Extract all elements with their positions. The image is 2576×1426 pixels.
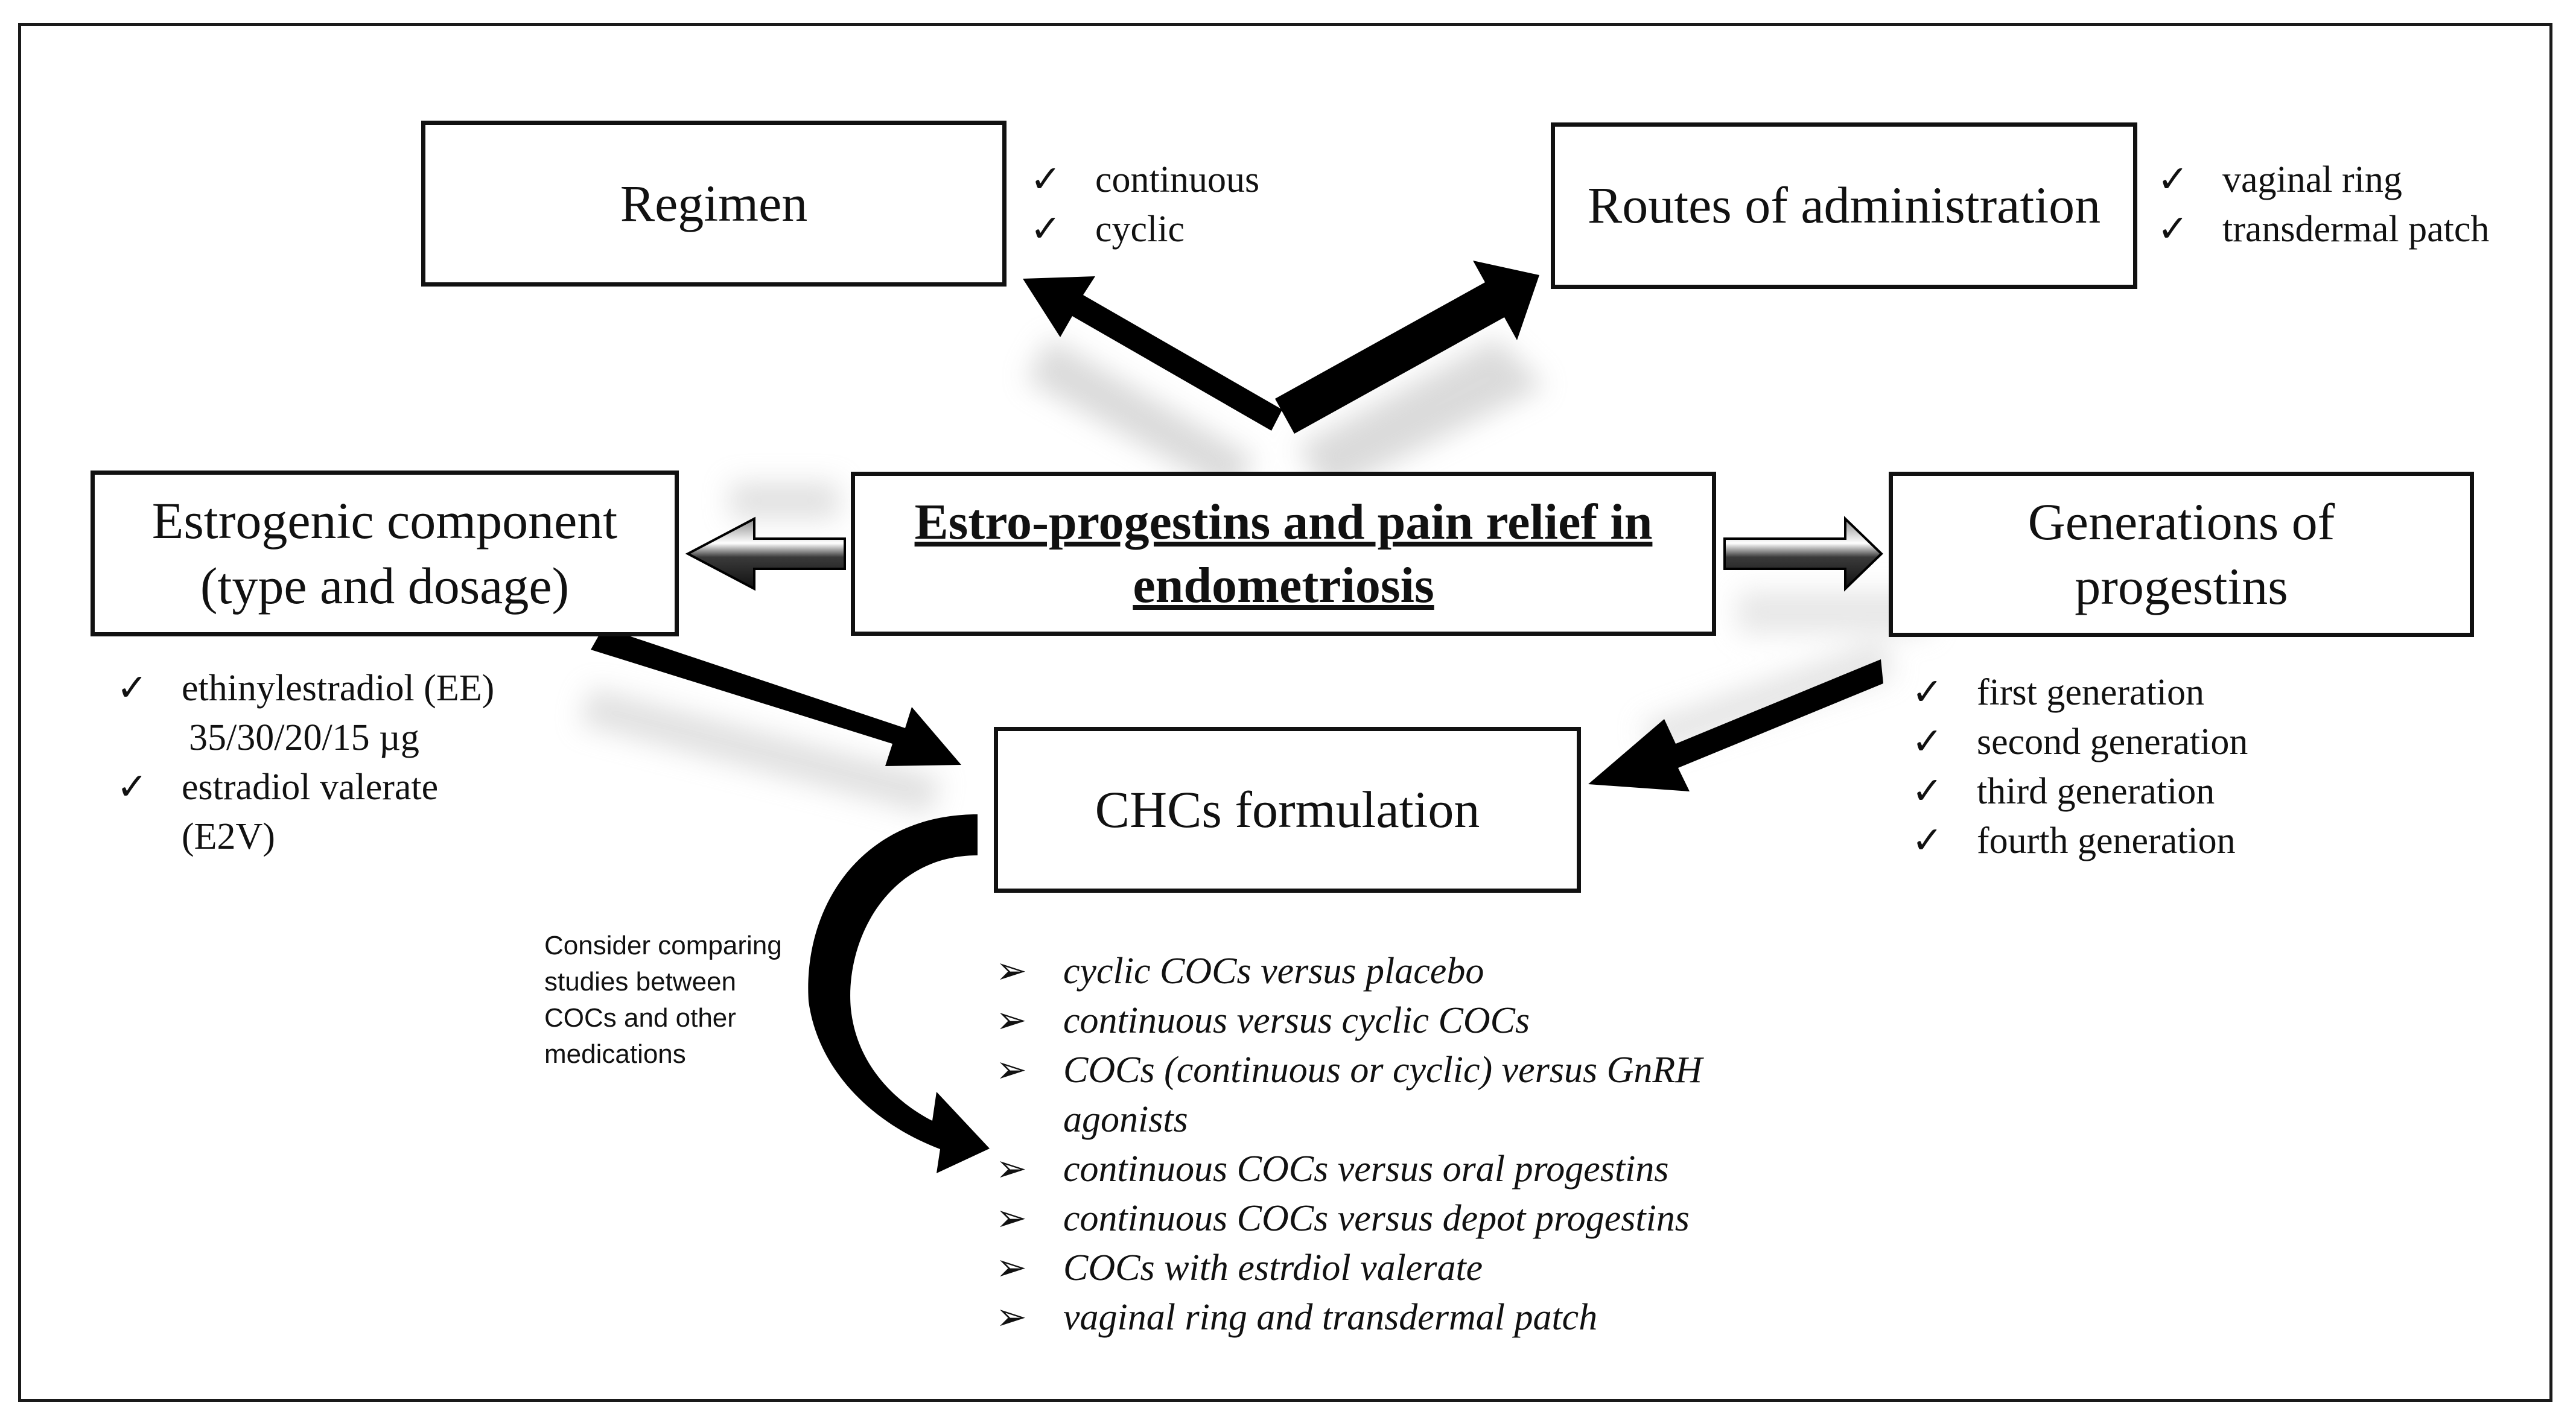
list-item: ✓ estradiol valerate	[116, 762, 494, 812]
arrow-generations-to-chcs	[1588, 659, 1883, 791]
generations-label: Generations of progestins	[2027, 492, 2335, 616]
arrow-to-routes	[1275, 261, 1539, 434]
routes-box: Routes of administration	[1551, 122, 2137, 289]
routes-label: Routes of administration	[1587, 176, 2101, 235]
curved-arrow-to-comparisons	[808, 814, 990, 1173]
arrow-bullet-icon: ➢	[996, 1050, 1027, 1091]
chcs-label: CHCs formulation	[1095, 780, 1480, 838]
comparisons-list: ➢ cyclic COCs versus placebo ➢ continuou…	[996, 946, 1702, 1342]
list-item: ✓ transdermal patch	[2157, 204, 2489, 254]
estrogenic-label: Estrogenic component (type and dosage)	[151, 492, 618, 615]
arrow-to-generations	[1723, 516, 1883, 592]
center-title: Estro-progestins and pain relief in endo…	[914, 494, 1653, 613]
routes-list: ✓ vaginal ring ✓ transdermal patch	[2157, 155, 2489, 254]
check-icon: ✓	[1030, 159, 1061, 200]
estrogenic-list: ✓ ethinylestradiol (EE) 35/30/20/15 µg ✓…	[116, 664, 494, 861]
arrow-bullet-icon: ➢	[996, 1297, 1027, 1338]
regimen-box: Regimen	[421, 121, 1007, 287]
check-icon: ✓	[1912, 672, 1943, 713]
regimen-label: Regimen	[620, 174, 808, 232]
list-item: ➢ cyclic COCs versus placebo	[996, 946, 1702, 996]
chcs-box: CHCs formulation	[994, 727, 1581, 893]
arrow-to-regimen	[1023, 276, 1282, 431]
comparison-note: Consider comparing studies between COCs …	[544, 931, 782, 1069]
list-item-continuation: 35/30/20/15 µg	[189, 717, 419, 758]
list-item-continuation: agonists	[1063, 1099, 1188, 1140]
regimen-list: ✓ continuous ✓ cyclic	[1030, 155, 1259, 254]
list-item: ✓ first generation	[1912, 668, 2248, 717]
estrogenic-box: Estrogenic component (type and dosage)	[91, 471, 679, 636]
list-item: ➢ continuous versus cyclic COCs	[996, 996, 1702, 1045]
arrow-bullet-icon: ➢	[996, 1198, 1027, 1239]
list-item: ✓ cyclic	[1030, 204, 1259, 254]
arrow-bullet-icon: ➢	[996, 951, 1027, 992]
check-icon: ✓	[1912, 820, 1943, 861]
diagram-frame	[18, 23, 2552, 1402]
list-item: ➢ COCs (continuous or cyclic) versus GnR…	[996, 1045, 1702, 1095]
arrow-bullet-icon: ➢	[996, 1247, 1027, 1288]
check-icon: ✓	[1912, 771, 1943, 812]
center-box: Estro-progestins and pain relief in endo…	[851, 472, 1716, 636]
list-item: ➢ COCs with estrdiol valerate	[996, 1243, 1702, 1293]
arrow-to-estrogenic	[685, 516, 846, 591]
list-item: ✓ second generation	[1912, 717, 2248, 767]
list-item: ➢ continuous COCs versus depot progestin…	[996, 1194, 1702, 1243]
arrow-estrogenic-to-chcs	[591, 627, 961, 766]
arrow-bullet-icon: ➢	[996, 1000, 1027, 1041]
generations-list: ✓ first generation ✓ second generation ✓…	[1912, 668, 2248, 866]
list-item: ✓ fourth generation	[1912, 816, 2248, 866]
check-icon: ✓	[1030, 209, 1061, 250]
generations-box: Generations of progestins	[1889, 472, 2474, 637]
check-icon: ✓	[2157, 209, 2189, 250]
check-icon: ✓	[1912, 721, 1943, 762]
list-item: ✓ ethinylestradiol (EE)	[116, 664, 494, 713]
arrow-bullet-icon: ➢	[996, 1149, 1027, 1190]
list-item-continuation: (E2V)	[182, 816, 275, 857]
list-item: ➢ continuous COCs versus oral progestins	[996, 1144, 1702, 1194]
check-icon: ✓	[116, 668, 148, 709]
check-icon: ✓	[2157, 159, 2189, 200]
list-item: ➢ vaginal ring and transdermal patch	[996, 1293, 1702, 1342]
list-item: ✓ third generation	[1912, 767, 2248, 816]
check-icon: ✓	[116, 767, 148, 808]
list-item: ✓ continuous	[1030, 155, 1259, 204]
list-item: ✓ vaginal ring	[2157, 155, 2489, 204]
